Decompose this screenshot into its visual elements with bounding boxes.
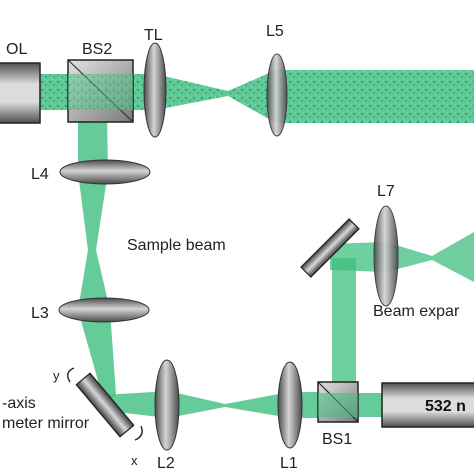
label-l1: L1 <box>280 455 298 472</box>
lens-l1 <box>277 361 303 449</box>
label-axis-x: x <box>131 453 138 468</box>
sample-beam-lower <box>78 250 116 402</box>
label-l3: L3 <box>31 305 49 322</box>
label-mirror-line2: meter mirror <box>2 415 90 432</box>
label-sample-beam: Sample beam <box>127 237 226 254</box>
expander-beam <box>330 232 474 282</box>
label-l5: L5 <box>266 23 284 40</box>
rotation-arrow-y <box>67 367 75 383</box>
label-l7: L7 <box>377 183 395 200</box>
lens-l2 <box>154 359 180 451</box>
label-beam-expander: Beam expar <box>373 303 460 320</box>
laser-housing <box>381 382 474 428</box>
fold-mirror <box>300 218 360 278</box>
tube-lens-tl <box>143 42 167 138</box>
label-l2: L2 <box>157 455 175 472</box>
label-bs2: BS2 <box>82 41 112 58</box>
lens-l4 <box>59 159 151 185</box>
beam-splitter-bs2 <box>67 59 134 123</box>
top-beam-right <box>228 70 474 123</box>
galvo-mirror <box>75 372 135 438</box>
label-axis-y: y <box>53 368 60 383</box>
label-tl: TL <box>144 27 163 44</box>
lens-l5 <box>266 53 288 137</box>
label-l4: L4 <box>31 166 49 183</box>
label-bs1: BS1 <box>322 431 352 448</box>
lens-l3 <box>58 297 150 323</box>
objective-lens-ol <box>0 62 41 124</box>
label-ol: OL <box>6 41 27 58</box>
label-mirror-line1: -axis <box>2 395 36 412</box>
vertical-beam-bs1 <box>332 258 356 393</box>
beam-splitter-bs1 <box>317 381 359 423</box>
rotation-arrow-x <box>134 425 143 441</box>
label-laser: 532 n <box>425 398 466 415</box>
lens-l7 <box>373 205 399 307</box>
